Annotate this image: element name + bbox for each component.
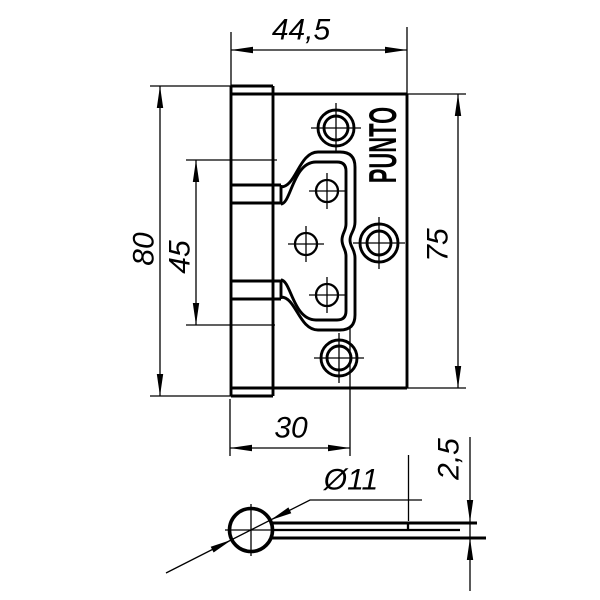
countersunk-hole-top (311, 103, 361, 153)
arrowhead (466, 538, 474, 560)
plain-hole-left (288, 226, 324, 262)
dimension-leaf-thickness: 2,5 (433, 437, 474, 591)
arrowhead (230, 444, 252, 452)
arrowhead (454, 94, 462, 116)
dim-text-front-leaf-height: 75 (422, 228, 455, 262)
wrap-leaf-outer-edge (280, 150, 357, 332)
arrowhead (210, 539, 232, 553)
dimension-cutout-height: 45 (164, 159, 277, 326)
dim-text-leaf-thickness: 2,5 (433, 438, 466, 481)
end-view (225, 455, 486, 556)
arrowhead (466, 500, 474, 522)
dimension-back-leaf-height: 80 (128, 85, 231, 397)
brand-label: PUNTO (362, 107, 405, 184)
arrowhead (328, 444, 350, 452)
wrap-leaf-inner-edge (280, 160, 348, 322)
dimension-back-leaf-width: 30 (229, 328, 351, 456)
dim-text-cutout-height: 45 (164, 240, 197, 274)
dim-text-overall-width: 44,5 (272, 14, 331, 47)
dim-text-barrel-diameter: Ø11 (323, 464, 378, 497)
dimension-barrel-diameter: Ø11 (165, 464, 422, 574)
arrowhead (156, 86, 164, 108)
dimension-overall-width: 44,5 (230, 14, 408, 94)
dim-text-back-leaf-height: 80 (128, 232, 161, 266)
knuckle-strip-outline (229, 84, 275, 398)
plain-hole-upper (309, 173, 345, 209)
countersunk-hole-right (353, 217, 405, 269)
arrowhead (192, 160, 200, 182)
arrowhead (231, 46, 253, 54)
dim-text-back-leaf-width: 30 (274, 412, 308, 445)
plain-hole-lower (309, 277, 345, 313)
arrowhead (156, 374, 164, 396)
front-plate-outline (230, 92, 409, 390)
front-view: PUNTO (229, 84, 409, 398)
dimension-front-leaf-height: 75 (407, 93, 466, 389)
countersunk-hole-bottom (314, 333, 364, 383)
arrowhead (385, 46, 407, 54)
arrowhead (270, 507, 292, 521)
arrowhead (454, 366, 462, 388)
arrowhead (192, 303, 200, 325)
